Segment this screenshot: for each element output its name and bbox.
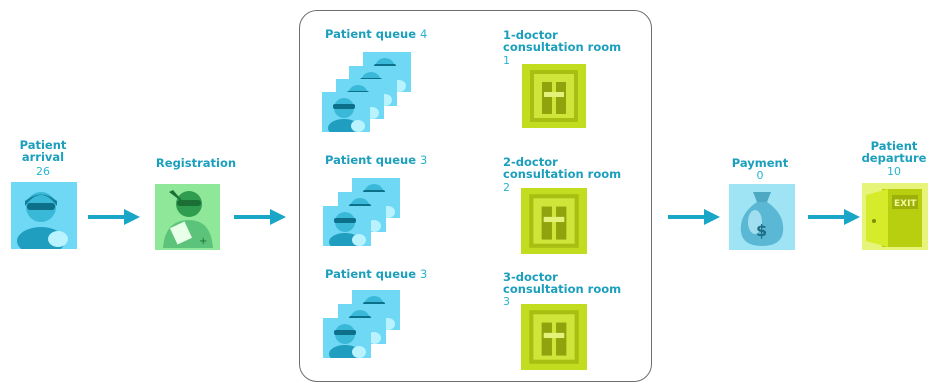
registration-label: Registration: [155, 156, 237, 170]
svg-text:+: +: [199, 236, 207, 247]
consultation-room-icon: [521, 304, 587, 370]
payment-count: 0: [756, 169, 764, 182]
patient-queue-label: Patient queue 4: [325, 27, 428, 41]
svg-text:EXIT: EXIT: [894, 199, 917, 209]
departure-count: 10: [887, 165, 901, 178]
patient-queue-label: Patient queue 3: [325, 267, 428, 281]
payment-label: Payment: [731, 156, 789, 170]
svg-text:$: $: [756, 221, 767, 240]
flow-arrow: [88, 209, 140, 225]
flow-arrow: [808, 209, 860, 225]
arrival-count: 26: [36, 165, 50, 178]
consultation-room-icon: [521, 64, 587, 128]
departure-label-line2: departure: [861, 151, 927, 165]
room-count: 2: [503, 181, 510, 194]
arrival-label-line1: Patient: [19, 138, 67, 152]
flow-arrow: [234, 209, 286, 225]
room-label-line1: 3-doctor: [503, 270, 558, 284]
patient-icon: [11, 182, 77, 255]
departure-label-line1: Patient: [870, 139, 918, 153]
exit-door-icon: EXIT: [862, 183, 928, 250]
room-label-line2: consultation room: [503, 40, 622, 54]
arrival-label-line2: arrival: [21, 150, 65, 164]
consultation-area-frame: [299, 10, 652, 382]
patient-queue-icon: [323, 318, 371, 358]
room-label-line1: 2-doctor: [503, 155, 558, 169]
room-label-line1: 1-doctor: [503, 28, 558, 42]
flow-arrow: [668, 209, 720, 225]
room-count: 1: [503, 54, 510, 67]
queue-count: 3: [420, 267, 428, 281]
registration-icon: +: [155, 184, 220, 250]
room-label-line2: consultation room: [503, 282, 622, 296]
consultation-room-icon: [521, 188, 587, 254]
room-label-line2: consultation room: [503, 167, 622, 181]
room-count: 3: [503, 295, 510, 308]
patient-queue-label: Patient queue 3: [325, 153, 428, 167]
queue-count: 4: [420, 27, 428, 41]
patient-queue-icon: [323, 206, 371, 246]
queue-count: 3: [420, 153, 428, 167]
patient-queue-icon: [322, 92, 370, 132]
money-bag-icon: $: [729, 184, 795, 250]
